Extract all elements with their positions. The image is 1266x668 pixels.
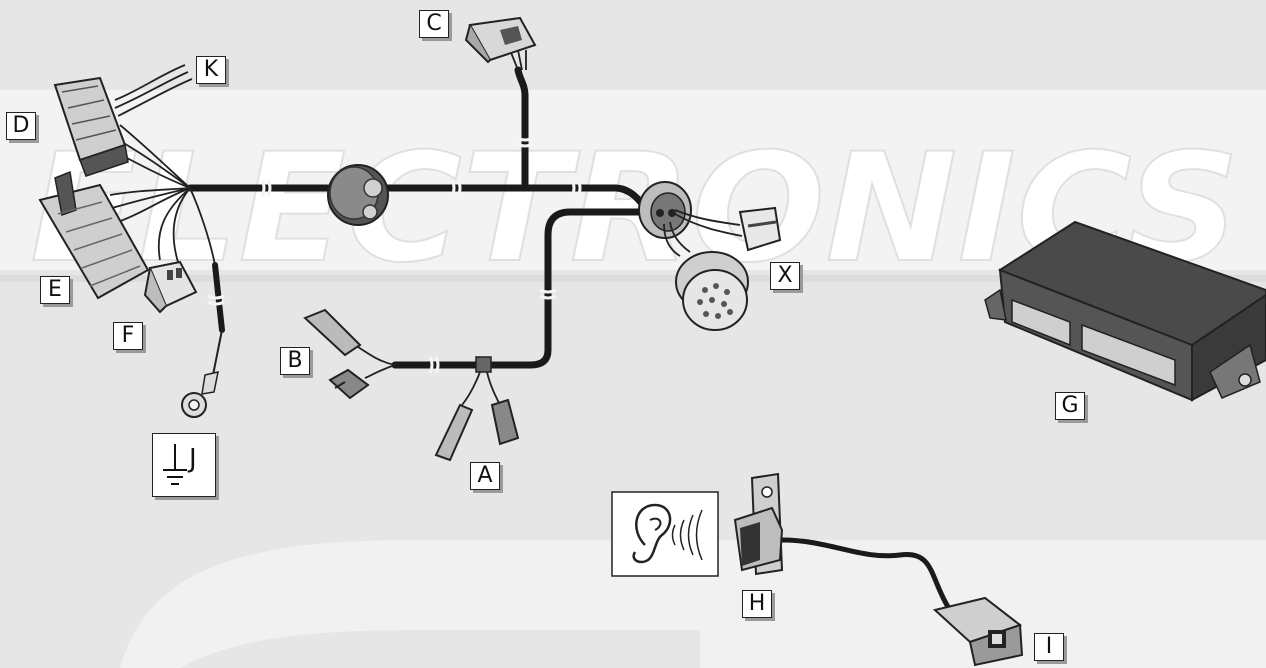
connector-x <box>675 251 749 331</box>
connector-f <box>143 260 198 314</box>
connector-a <box>434 398 520 462</box>
connector-b <box>303 308 370 400</box>
connector-e <box>38 170 150 300</box>
grommet-right <box>638 181 692 239</box>
connector-x-flat <box>738 206 782 252</box>
label-h: H <box>742 590 772 618</box>
connector-i <box>932 596 1024 667</box>
ground-ring-terminal <box>181 329 223 418</box>
connector-d <box>53 76 129 177</box>
ground-label-box: J <box>152 433 216 497</box>
label-j: J <box>189 444 197 474</box>
branch-wires-left <box>109 64 216 266</box>
label-g: G <box>1055 392 1085 420</box>
label-e: E <box>40 276 70 304</box>
background-swoosh-inner <box>180 630 700 668</box>
background-stripe <box>0 275 1266 282</box>
label-f: F <box>113 322 143 350</box>
label-k: K <box>196 56 226 84</box>
buzzer-h <box>733 472 784 576</box>
grommet-center <box>327 164 389 226</box>
control-module-g <box>984 220 1266 402</box>
ear-sound-icon <box>611 491 719 577</box>
label-a: A <box>470 462 500 490</box>
label-x: X <box>770 262 800 290</box>
branch-wires-right <box>663 209 743 257</box>
label-c: C <box>419 10 449 38</box>
buzzer-wire <box>781 537 953 612</box>
background-band <box>0 90 1266 270</box>
connector-c <box>464 16 537 71</box>
label-b: B <box>280 347 310 375</box>
junction-splice <box>354 344 501 406</box>
label-i: I <box>1034 633 1064 661</box>
wire-break-marks <box>207 136 582 374</box>
label-d: D <box>6 112 36 140</box>
ground-symbol-icon <box>163 444 187 485</box>
